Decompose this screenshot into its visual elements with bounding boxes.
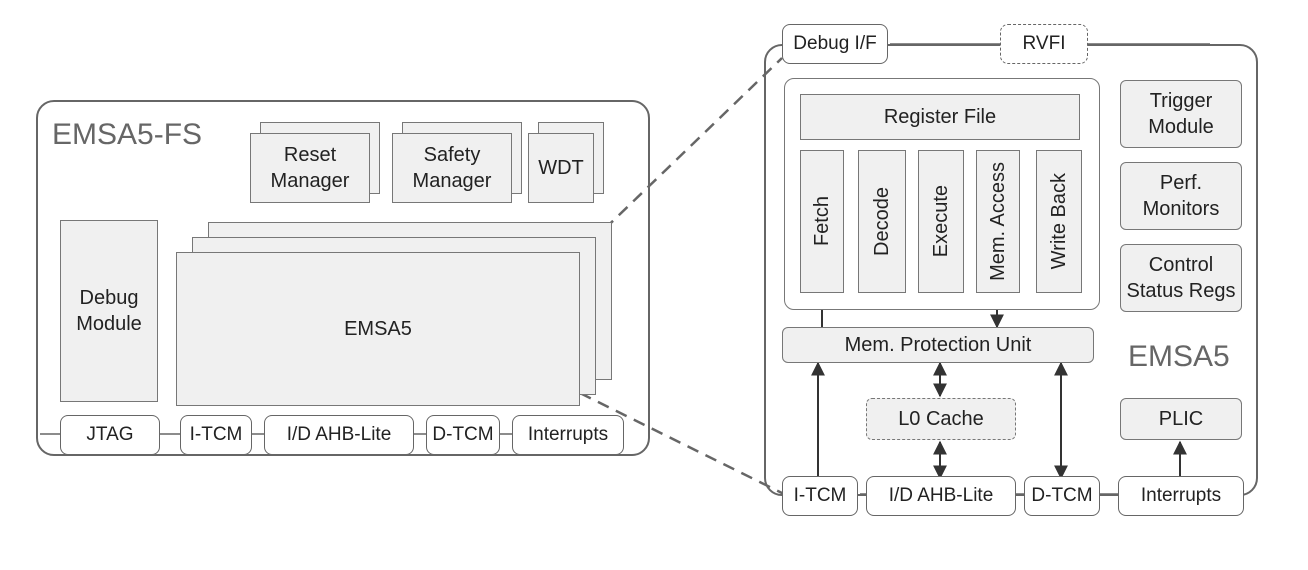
stage-decode-label: Decode	[871, 187, 893, 256]
emsa5-fs-container	[36, 100, 650, 456]
stage-write-back-label: Write Back	[1048, 173, 1070, 270]
stage-execute-label: Execute	[930, 185, 952, 258]
control-status-regs: Control Status Regs	[1120, 244, 1242, 312]
debug-module-line1: Debug	[79, 287, 139, 309]
perf-monitors: Perf. Monitors	[1120, 162, 1242, 230]
reset-manager-line2: Manager	[270, 170, 350, 192]
stage-decode: Decode	[858, 150, 906, 293]
right-port-i-tcm: I-TCM	[782, 476, 858, 516]
emsa5-core: EMSA5	[176, 252, 580, 406]
l0-cache: L0 Cache	[866, 398, 1016, 440]
perf-monitors-line1: Perf.	[1159, 172, 1203, 194]
emsa5-detail-title: EMSA5	[1128, 340, 1230, 373]
control-status-line2: Status Regs	[1126, 280, 1236, 302]
zoom-line-top	[589, 57, 783, 244]
right-port-id-ahb-lite: I/D AHB-Lite	[866, 476, 1016, 516]
port-interrupts: Interrupts	[512, 415, 624, 455]
trigger-module-line1: Trigger	[1149, 90, 1213, 112]
debug-module-line2: Module	[76, 313, 142, 335]
stage-mem-access: Mem. Access	[976, 150, 1020, 293]
mem-protection-unit: Mem. Protection Unit	[782, 327, 1094, 363]
zoom-line-bottom	[579, 391, 785, 496]
port-i-tcm: I-TCM	[180, 415, 252, 455]
stage-fetch: Fetch	[800, 150, 844, 293]
perf-monitors-line2: Monitors	[1142, 198, 1220, 220]
control-status-line1: Control	[1148, 254, 1214, 276]
stage-fetch-label: Fetch	[811, 196, 833, 247]
plic: PLIC	[1120, 398, 1242, 440]
trigger-module: Trigger Module	[1120, 80, 1242, 148]
reset-manager-line1: Reset	[283, 144, 337, 166]
right-port-interrupts: Interrupts	[1118, 476, 1244, 516]
port-id-ahb-lite: I/D AHB-Lite	[264, 415, 414, 455]
safety-manager: Safety Manager	[392, 133, 512, 203]
rvfi-port: RVFI	[1000, 24, 1088, 64]
stage-write-back: Write Back	[1036, 150, 1082, 293]
debug-module: Debug Module	[60, 220, 158, 402]
port-jtag: JTAG	[60, 415, 160, 455]
right-port-d-tcm: D-TCM	[1024, 476, 1100, 516]
emsa5-fs-title: EMSA5-FS	[52, 118, 203, 151]
debug-if-port: Debug I/F	[782, 24, 888, 64]
reset-manager: Reset Manager	[250, 133, 370, 203]
safety-manager-line1: Safety	[423, 144, 481, 166]
stage-mem-access-label: Mem. Access	[987, 162, 1009, 281]
wdt: WDT	[528, 133, 594, 203]
safety-manager-line2: Manager	[412, 170, 492, 192]
trigger-module-line2: Module	[1148, 116, 1214, 138]
register-file: Register File	[800, 94, 1080, 140]
port-d-tcm: D-TCM	[426, 415, 500, 455]
stage-execute: Execute	[918, 150, 964, 293]
